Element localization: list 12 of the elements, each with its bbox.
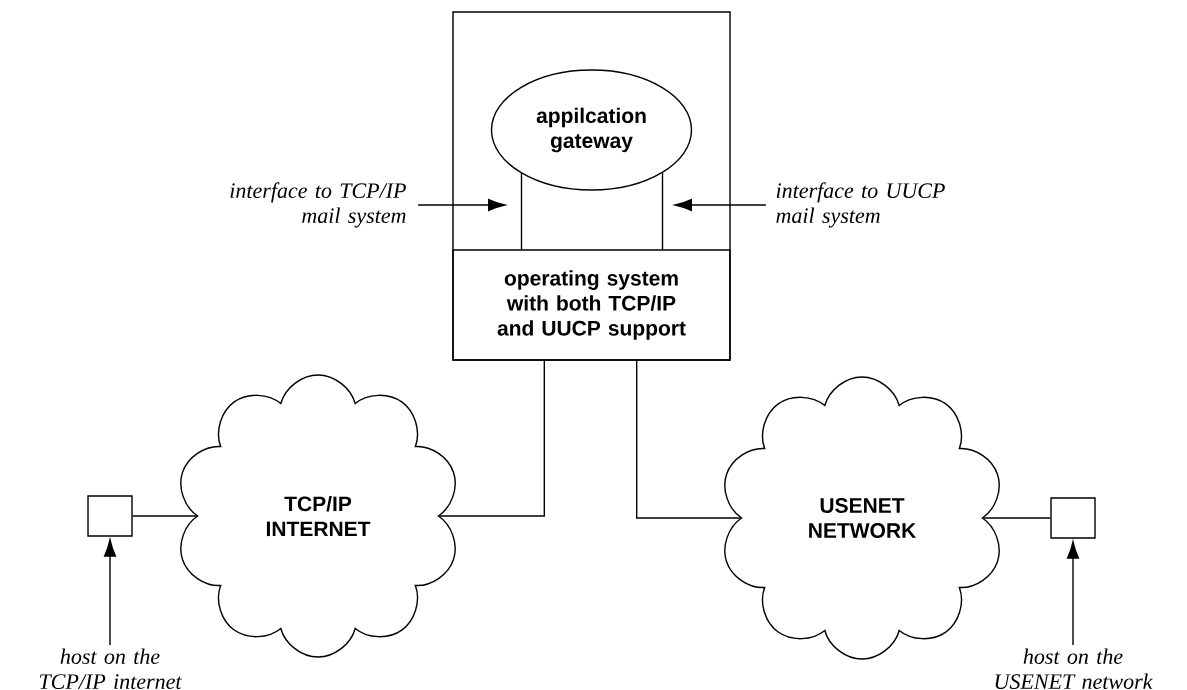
network-cloud: TCP/IP INTERNET <box>180 374 456 658</box>
interface-label: interface to UUCP mail system <box>776 182 945 228</box>
network-cloud: USENET NETWORK <box>724 376 1000 660</box>
interface-label: interface to TCP/IP mail system <box>230 182 406 228</box>
arrow <box>1066 541 1080 646</box>
arrow <box>417 198 506 212</box>
os-box: operating system with both TCP/IP and UUCP support <box>452 249 731 361</box>
host-label: host on the TCP/IP internet <box>39 648 182 689</box>
arrow <box>674 198 767 212</box>
host-box <box>1050 497 1096 539</box>
host-box <box>87 495 133 537</box>
arrow <box>103 539 117 646</box>
